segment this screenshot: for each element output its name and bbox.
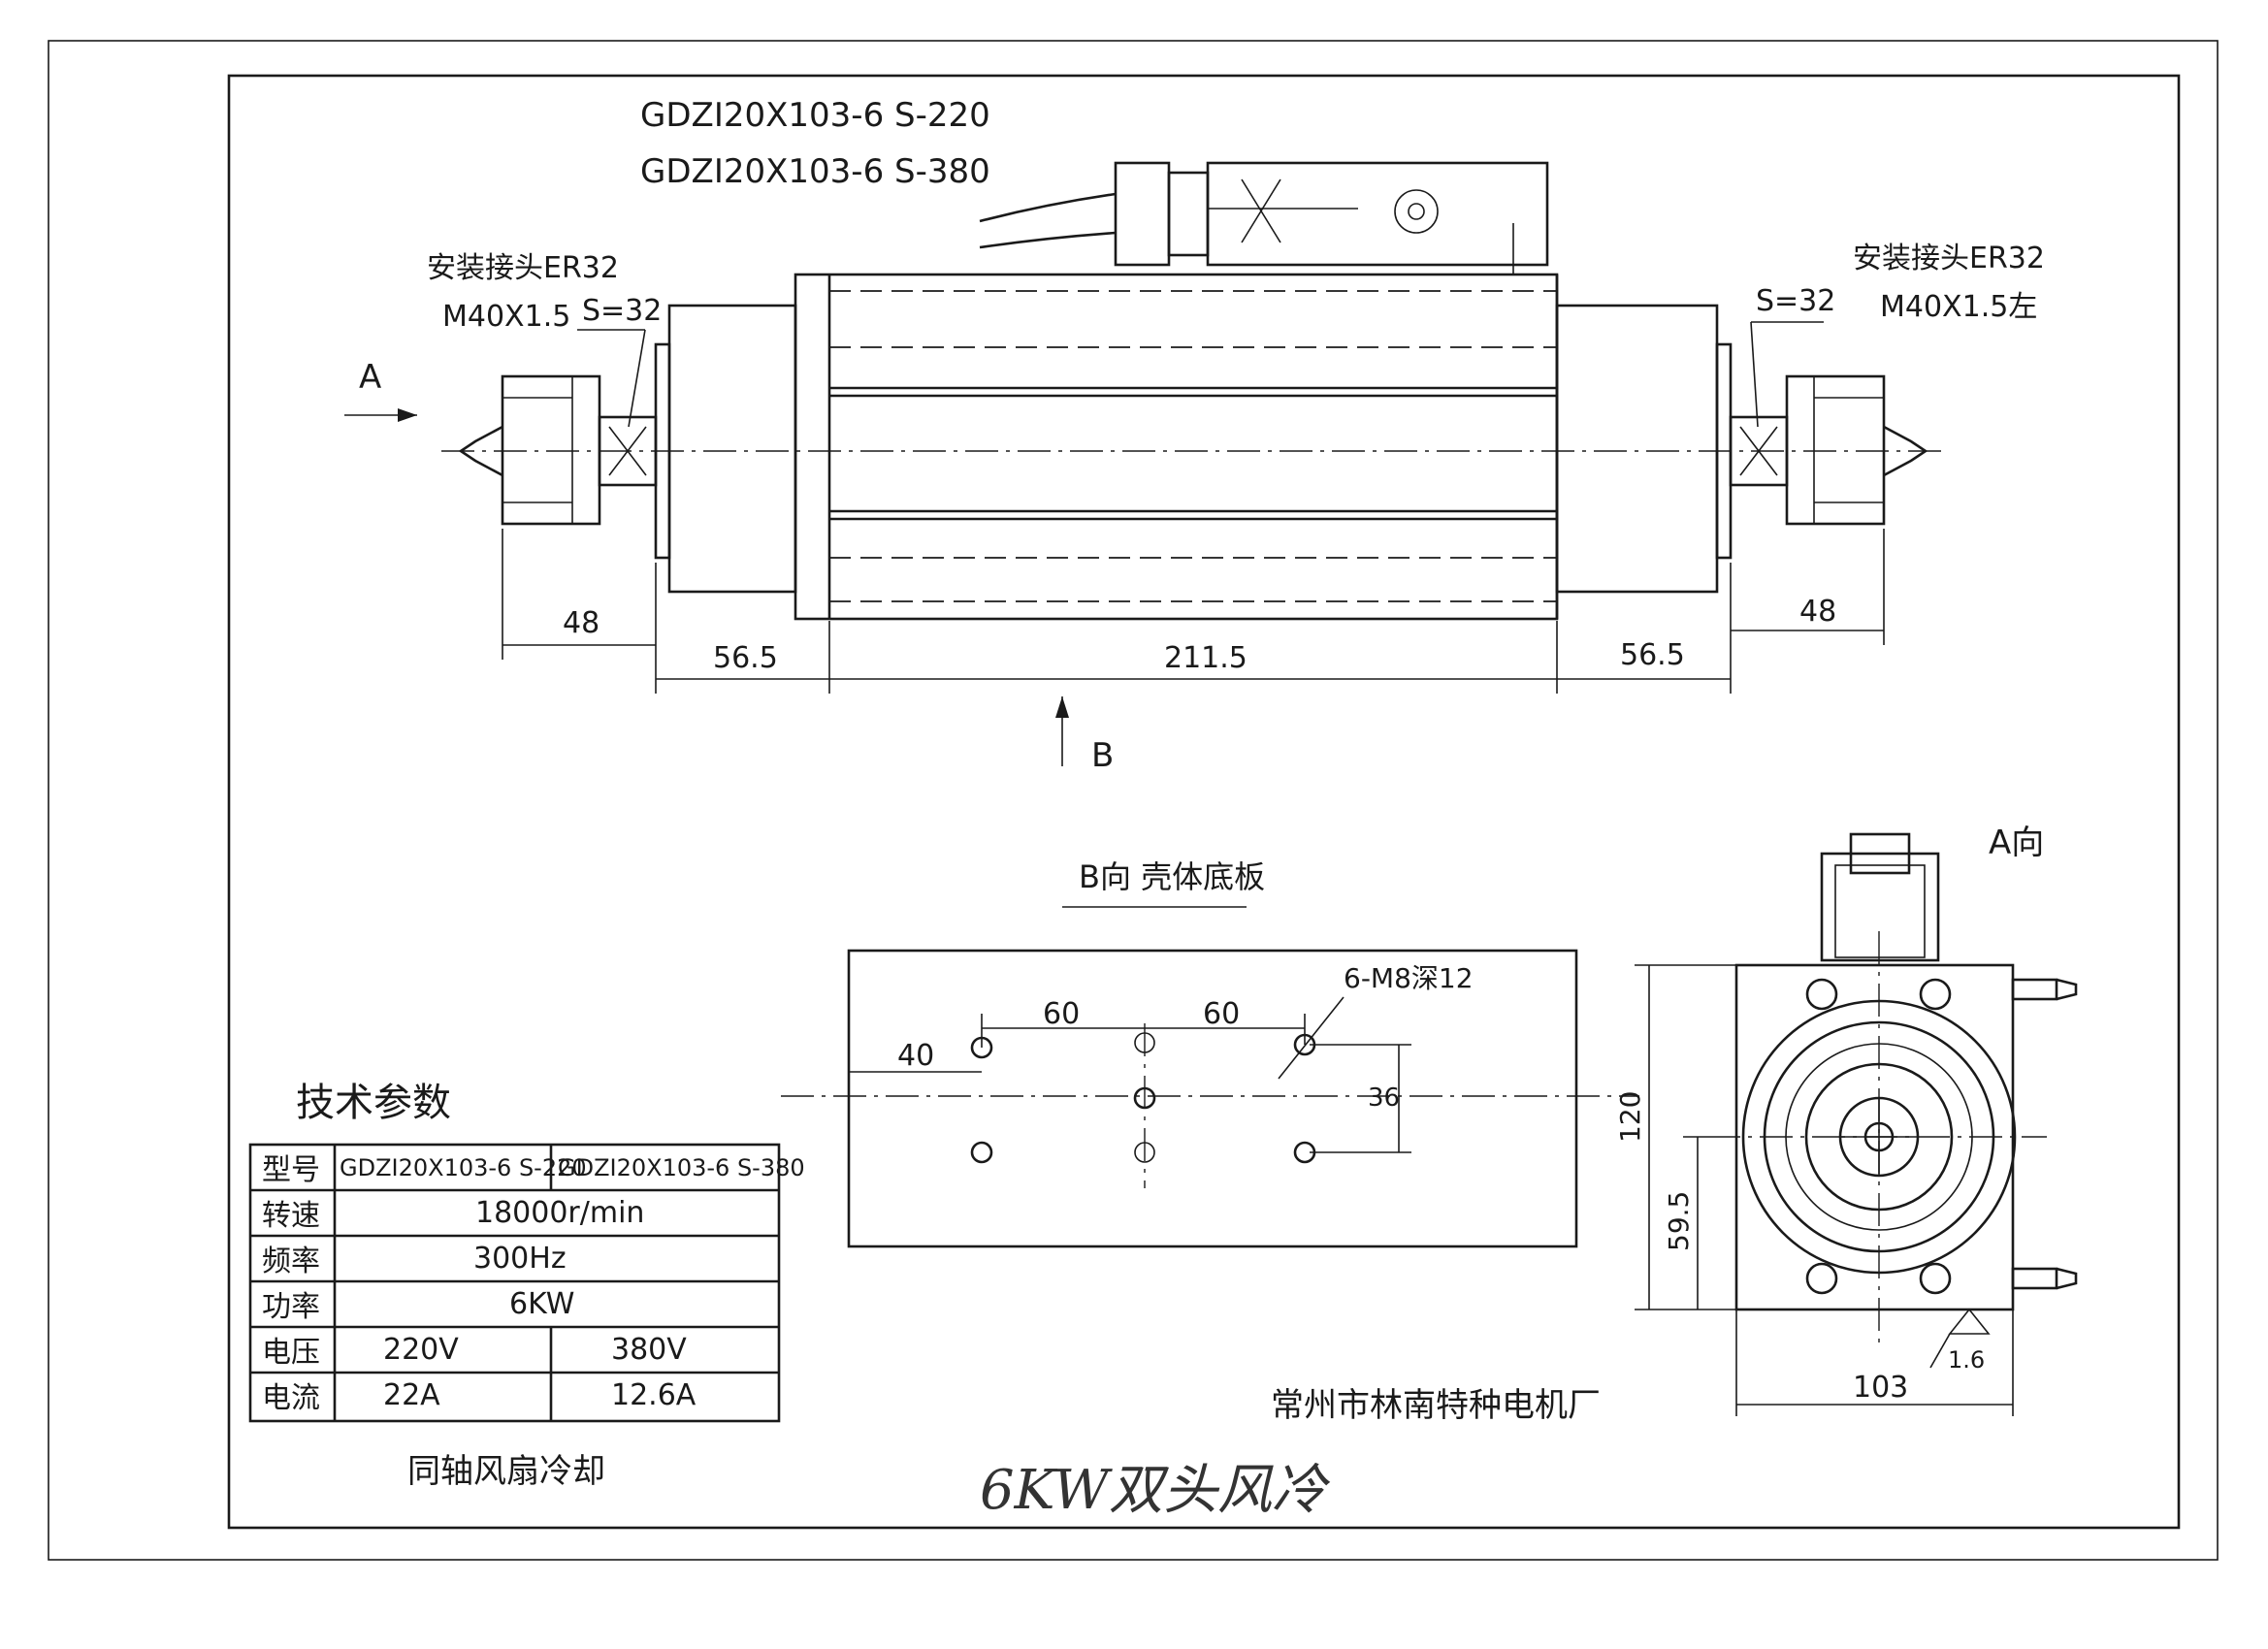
spec-table: 技术参数 型号 GDZI20X103-6 S-220 GDZI20X103-6 … — [248, 1081, 805, 1491]
dim-left-56-5: 56.5 — [713, 641, 778, 675]
row-label: 转速 — [262, 1199, 320, 1233]
right-thread-spec: M40X1.5左 — [1880, 290, 2037, 324]
spec-table-title: 技术参数 — [296, 1081, 451, 1125]
view-b-letter: B — [1091, 736, 1114, 775]
model-value-220: GDZI20X103-6 S-220 — [340, 1154, 587, 1181]
model-value-380: GDZI20X103-6 S-380 — [558, 1154, 805, 1181]
left-spanner-size: S=32 — [582, 294, 662, 328]
left-tool-tip — [458, 425, 503, 477]
mount-hole — [1134, 1142, 1155, 1163]
spindle-side-view: GDZI20X103-6 S-220 GDZI20X103-6 S-380 安装… — [344, 96, 2045, 775]
dim-103: 103 — [1853, 1371, 1908, 1405]
current-380: 12.6A — [611, 1378, 697, 1412]
hole-spec: 6-M8深12 — [1344, 962, 1474, 994]
mount-hole — [1134, 1032, 1155, 1053]
a-view-end: A向 120 59.5 103 — [1614, 824, 2078, 1416]
right-tool-tip — [1883, 425, 1928, 477]
row-label: 功率 — [262, 1290, 320, 1324]
center-hole — [1133, 1086, 1156, 1110]
left-thread-spec: M40X1.5 — [442, 300, 570, 334]
top-dimensions: 48 56.5 211.5 56.5 48 — [502, 529, 1885, 694]
row-label: 频率 — [262, 1245, 320, 1278]
left-end-cap — [667, 304, 797, 594]
dim-left-48: 48 — [563, 606, 599, 640]
right-spanner-size: S=32 — [1756, 284, 1835, 318]
row-label: 型号 — [262, 1153, 320, 1187]
voltage-220: 220V — [383, 1333, 459, 1367]
model-label-220: GDZI20X103-6 S-220 — [640, 96, 990, 135]
dim-120: 120 — [1614, 1091, 1646, 1143]
motor-body — [794, 273, 1559, 621]
left-collet-nut — [501, 374, 601, 526]
dim-36: 36 — [1368, 1083, 1400, 1113]
mount-hole — [970, 1141, 993, 1164]
cooling-note: 同轴风扇冷却 — [407, 1452, 605, 1491]
manufacturer-name: 常州市林南特种电机厂 — [1271, 1386, 1601, 1425]
inner-border — [227, 74, 2181, 1530]
power-connector — [979, 161, 1549, 275]
view-a-letter: A — [359, 358, 381, 397]
handwritten-note: 6KW双头风冷 — [980, 1459, 1331, 1522]
dim-right-56-5: 56.5 — [1620, 638, 1685, 672]
outer-border — [48, 40, 2219, 1561]
left-collet-type: 安装接头ER32 — [427, 251, 619, 285]
b-view-title: B向 壳体底板 — [1079, 858, 1265, 895]
frequency-value: 300Hz — [473, 1242, 567, 1276]
b-view-base-plate: B向 壳体底板 60 60 40 36 6-M8深12 — [781, 858, 1639, 1248]
dim-right-48: 48 — [1799, 595, 1836, 629]
row-label: 电流 — [262, 1381, 320, 1415]
right-collet-type: 安装接头ER32 — [1853, 242, 2045, 275]
speed-value: 18000r/min — [475, 1196, 644, 1230]
current-220: 22A — [383, 1378, 440, 1412]
dim-40: 40 — [897, 1039, 934, 1073]
roughness-symbol — [1948, 1308, 1991, 1335]
dim-body-211-5: 211.5 — [1164, 641, 1247, 675]
right-end-cap — [1555, 304, 1719, 594]
voltage-380: 380V — [611, 1333, 687, 1367]
row-label: 电压 — [262, 1336, 320, 1370]
dim-60-a: 60 — [1043, 997, 1080, 1031]
dim-59-5: 59.5 — [1663, 1191, 1695, 1251]
roughness-value: 1.6 — [1948, 1346, 1985, 1374]
power-value: 6KW — [509, 1287, 574, 1321]
a-view-title: A向 — [1989, 824, 2044, 862]
dim-60-b: 60 — [1203, 997, 1240, 1031]
base-plate-outline — [847, 949, 1578, 1248]
right-collet-nut — [1785, 374, 1886, 526]
model-label-380: GDZI20X103-6 S-380 — [640, 152, 990, 191]
